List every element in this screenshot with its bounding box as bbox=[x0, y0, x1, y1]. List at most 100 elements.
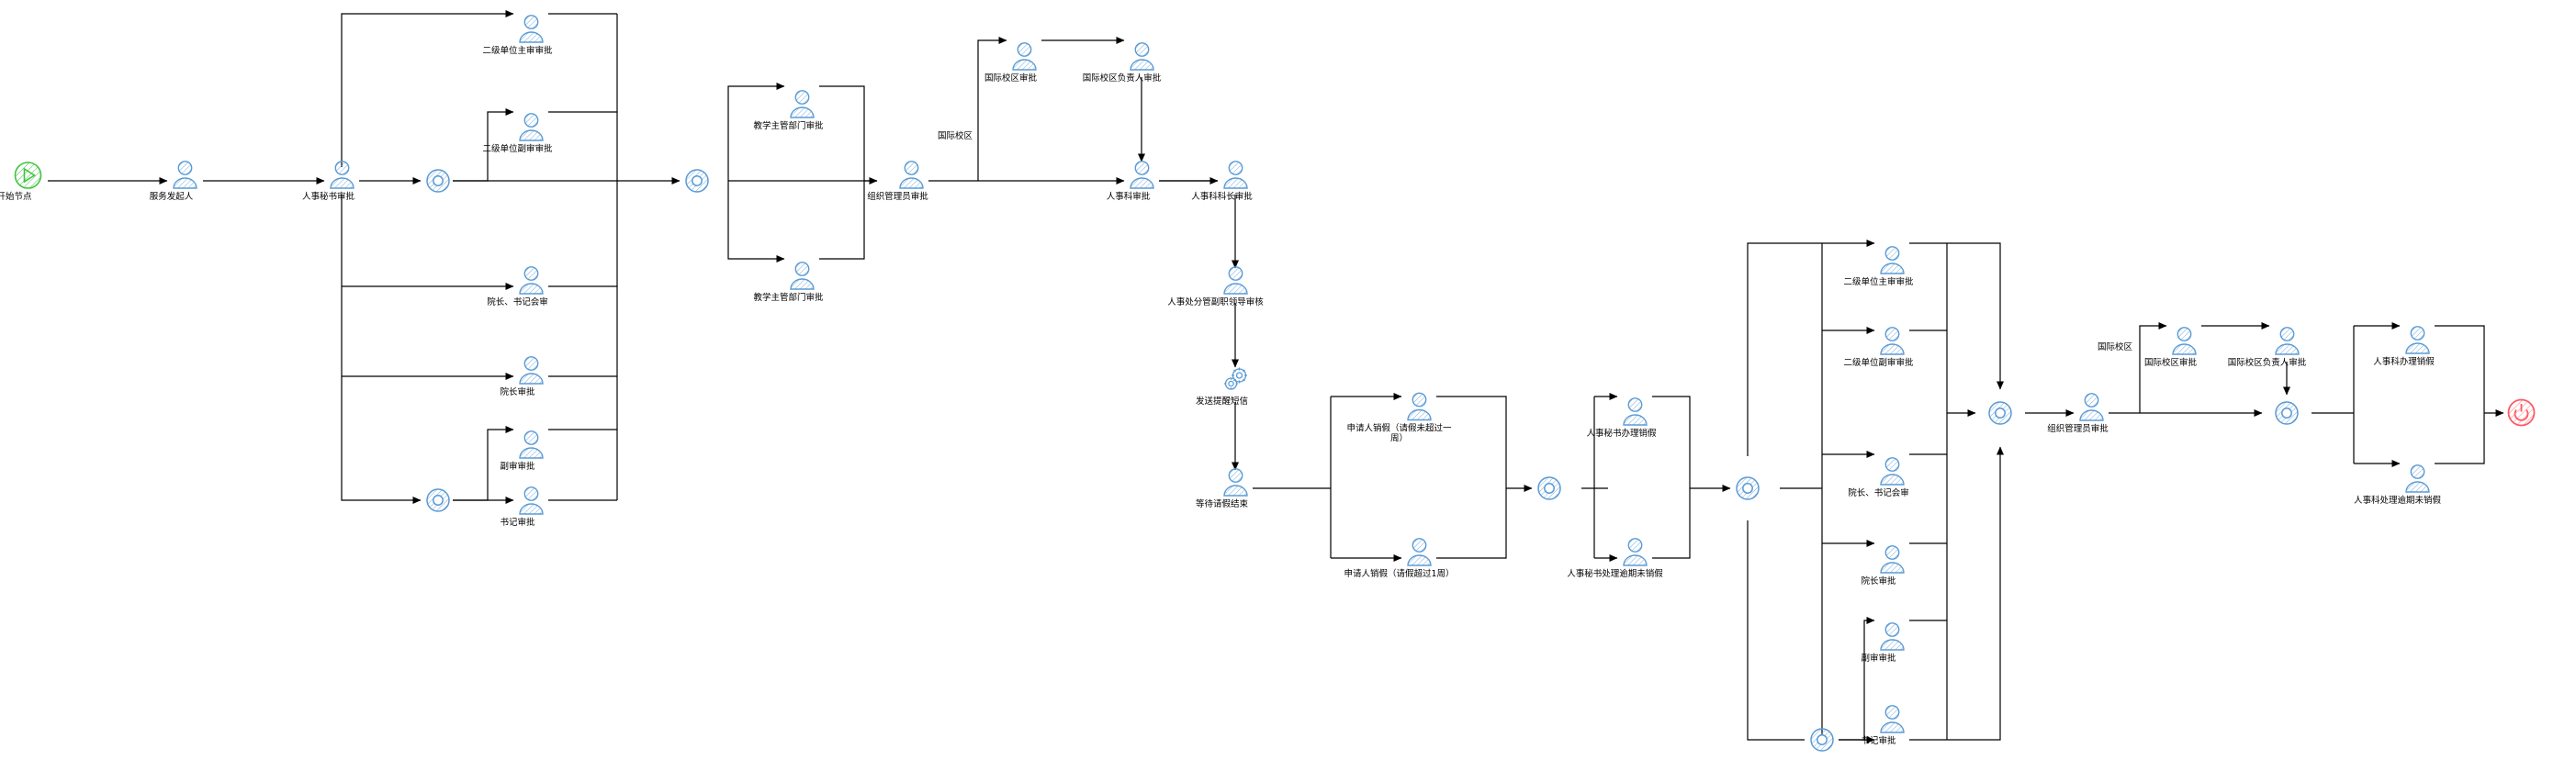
gateway-g6[interactable] bbox=[1808, 726, 1836, 754]
task-node-label: 教学主管部门审批 bbox=[753, 121, 824, 131]
task-node-label: 副审审批 bbox=[1861, 654, 1896, 664]
xor-gateway-icon bbox=[1810, 728, 1834, 752]
actor-icon bbox=[1622, 397, 1648, 426]
task-node-n19[interactable]: 申请人销假（请假未超过一周） bbox=[1346, 392, 1455, 444]
task-node-n9[interactable]: 教学主管部门审批 bbox=[753, 89, 831, 131]
start-node[interactable]: 开始节点 bbox=[0, 160, 57, 202]
task-node-n5[interactable]: 院长、书记会审 bbox=[487, 265, 560, 307]
task-node-label: 人事科处理逾期未销假 bbox=[2353, 496, 2441, 506]
task-node-label: 人事科审批 bbox=[1106, 192, 1151, 202]
task-node-label: 院长、书记会审 bbox=[487, 297, 548, 307]
actor-icon bbox=[1222, 468, 1248, 497]
task-node-n1[interactable]: 服务发起人 bbox=[150, 160, 214, 202]
task-node-n3[interactable]: 二级单位主审审批 bbox=[482, 14, 560, 56]
power-circle-icon bbox=[2507, 398, 2535, 427]
start-node-label: 开始节点 bbox=[0, 192, 32, 202]
task-node-label: 人事秘书处理逾期未销假 bbox=[1567, 569, 1663, 579]
task-node-label: 申请人销假（请假超过1周） bbox=[1344, 569, 1455, 579]
task-node-n32[interactable]: 人事科办理销假 bbox=[2373, 325, 2447, 367]
task-node-n17[interactable]: 发送提醒短信 bbox=[1196, 364, 1265, 407]
task-node-label: 二级单位主审审批 bbox=[1843, 277, 1914, 287]
task-node-label: 组织管理员审批 bbox=[2047, 424, 2109, 434]
actor-icon bbox=[789, 90, 815, 118]
connectors bbox=[48, 10, 2504, 743]
gateway-g4[interactable] bbox=[1535, 475, 1563, 502]
task-node-label: 申请人销假（请假未超过一周） bbox=[1346, 423, 1452, 444]
xor-gateway-icon bbox=[426, 169, 450, 193]
xor-gateway-icon bbox=[1988, 401, 2012, 425]
gears-icon bbox=[1223, 367, 1247, 390]
task-node-n12[interactable]: 国际校区审批 bbox=[984, 41, 1053, 84]
task-node-n30[interactable]: 国际校区审批 bbox=[2144, 326, 2213, 368]
task-node-label: 书记审批 bbox=[1861, 736, 1896, 746]
actor-icon bbox=[518, 356, 544, 385]
task-node-n33[interactable]: 人事科处理逾期未销假 bbox=[2354, 464, 2453, 506]
task-node-label: 服务发起人 bbox=[149, 192, 194, 202]
task-node-n27[interactable]: 副审审批 bbox=[1861, 621, 1921, 664]
actor-icon bbox=[1406, 538, 1432, 566]
task-node-label: 等待请假结束 bbox=[1195, 499, 1248, 509]
actor-icon bbox=[1129, 161, 1154, 189]
task-node-n14[interactable]: 人事科审批 bbox=[1107, 160, 1171, 202]
task-node-n8[interactable]: 书记审批 bbox=[500, 486, 560, 528]
gateway-g3[interactable] bbox=[683, 167, 711, 195]
actor-icon bbox=[172, 161, 197, 189]
actor-icon bbox=[1879, 327, 1905, 355]
task-node-n22[interactable]: 人事秘书处理逾期未销假 bbox=[1567, 537, 1670, 579]
play-circle-icon bbox=[14, 162, 41, 189]
task-node-label: 院长、书记会审 bbox=[1848, 488, 1909, 498]
task-node-n7[interactable]: 副审审批 bbox=[500, 430, 560, 472]
task-node-n2[interactable]: 人事秘书审批 bbox=[302, 160, 371, 202]
xor-gateway-icon bbox=[685, 169, 709, 193]
task-node-n31[interactable]: 国际校区负责人审批 bbox=[2228, 326, 2323, 368]
task-node-n21[interactable]: 人事秘书办理销假 bbox=[1586, 397, 1664, 439]
gateway-g2[interactable] bbox=[424, 486, 452, 514]
task-node-label: 国际校区审批 bbox=[2143, 358, 2197, 368]
edge-label-1: 国际校区 bbox=[2097, 342, 2133, 352]
actor-icon bbox=[518, 486, 544, 515]
actor-icon bbox=[2404, 464, 2430, 493]
actor-icon bbox=[789, 262, 815, 290]
xor-gateway-icon bbox=[2275, 401, 2299, 425]
task-node-label: 国际校区负责人审批 bbox=[2227, 358, 2307, 368]
task-node-n26[interactable]: 院长审批 bbox=[1861, 544, 1921, 586]
task-node-label: 人事秘书审批 bbox=[301, 192, 354, 202]
gateway-g7[interactable] bbox=[1986, 399, 2014, 427]
task-node-n13[interactable]: 国际校区负责人审批 bbox=[1083, 41, 1177, 84]
task-node-n15[interactable]: 人事科科长审批 bbox=[1191, 160, 1265, 202]
actor-icon bbox=[1879, 246, 1905, 274]
task-node-label: 二级单位副审审批 bbox=[1843, 358, 1914, 368]
actor-icon bbox=[2274, 327, 2300, 355]
actor-icon bbox=[2171, 327, 2197, 355]
task-node-n18[interactable]: 等待请假结束 bbox=[1196, 467, 1265, 509]
task-node-label: 国际校区负责人审批 bbox=[1082, 73, 1162, 84]
task-node-n16[interactable]: 人事处分管副职领导审核 bbox=[1167, 265, 1271, 307]
end-node[interactable] bbox=[2492, 397, 2550, 430]
task-node-n4[interactable]: 二级单位副审审批 bbox=[482, 112, 560, 154]
task-node-n29[interactable]: 组织管理员审批 bbox=[2047, 392, 2120, 434]
task-node-label: 二级单位副审审批 bbox=[482, 144, 553, 154]
actor-icon bbox=[1879, 457, 1905, 486]
actor-icon bbox=[1222, 266, 1248, 295]
task-node-label: 副审审批 bbox=[500, 462, 535, 472]
task-node-n28[interactable]: 书记审批 bbox=[1861, 704, 1921, 746]
gateway-g1[interactable] bbox=[424, 167, 452, 195]
task-node-label: 人事科办理销假 bbox=[2373, 357, 2435, 367]
actor-icon bbox=[2404, 326, 2430, 354]
task-node-n10[interactable]: 教学主管部门审批 bbox=[753, 261, 831, 303]
task-node-n6[interactable]: 院长审批 bbox=[500, 355, 560, 397]
gateway-g5[interactable] bbox=[1734, 475, 1761, 502]
task-node-label: 人事处分管副职领导审核 bbox=[1167, 297, 1264, 307]
task-node-label: 组织管理员审批 bbox=[867, 192, 928, 202]
edge-label-0: 国际校区 bbox=[937, 131, 973, 141]
task-node-n20[interactable]: 申请人销假（请假超过1周） bbox=[1344, 537, 1455, 579]
actor-icon bbox=[518, 113, 544, 141]
task-node-n24[interactable]: 二级单位副审审批 bbox=[1843, 326, 1921, 368]
actor-icon bbox=[518, 15, 544, 43]
task-node-n25[interactable]: 院长、书记会审 bbox=[1848, 456, 1921, 498]
actor-icon bbox=[1879, 622, 1905, 651]
gateway-g8[interactable] bbox=[2273, 399, 2300, 427]
task-node-label: 人事科科长审批 bbox=[1191, 192, 1253, 202]
task-node-n11[interactable]: 组织管理员审批 bbox=[867, 160, 940, 202]
task-node-n23[interactable]: 二级单位主审审批 bbox=[1843, 245, 1921, 287]
